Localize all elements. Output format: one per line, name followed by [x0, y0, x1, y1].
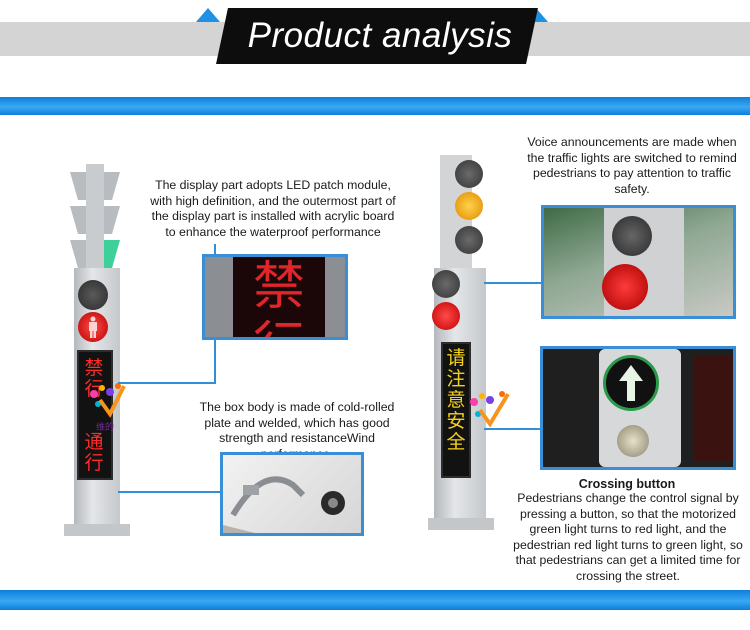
watermark-text: 维的 [96, 423, 115, 433]
left-ped-red-off [78, 280, 108, 310]
right-green-lamp-off [455, 226, 483, 254]
right-ped-lamp-off [432, 270, 460, 298]
watermark-logo-icon-right [470, 391, 510, 428]
left-sign-forbidden: 禁行 [84, 357, 104, 400]
box-note: The box body is made of cold-rolled plat… [199, 400, 395, 461]
right-pole-base [428, 518, 494, 530]
page-title: Product analysis [247, 16, 513, 55]
box-hinge-icon [223, 476, 345, 533]
voice-photo-lamp-off [612, 216, 652, 256]
display-photo: 禁行 [202, 254, 348, 340]
connector-box [118, 491, 222, 493]
right-red-lamp-off [455, 160, 483, 188]
standing-man-icon [89, 316, 97, 338]
bottom-stripe [0, 590, 750, 610]
voice-photo [541, 205, 736, 319]
right-ped-red-lamp [432, 302, 460, 330]
left-led-sign [77, 350, 113, 480]
connector-display-h [118, 382, 216, 384]
box-photo [220, 452, 364, 536]
right-sign-text: 请注意安全 [446, 347, 466, 453]
watermark-logo-icon [90, 383, 126, 418]
crossing-push-button [617, 425, 649, 457]
crossing-title: Crossing button [578, 477, 676, 491]
voice-note: Voice announcements are made when the tr… [527, 135, 737, 196]
connector-voice [484, 282, 542, 284]
top-stripe [0, 97, 750, 115]
button-photo-led-edge [693, 355, 733, 461]
vehicle-signal-heads-icon [70, 164, 120, 270]
up-arrow-icon [619, 365, 643, 401]
crossing-note: Pedestrians change the control signal by… [513, 491, 743, 583]
right-led-sign [441, 342, 471, 478]
right-yellow-lamp [455, 192, 483, 220]
left-pole-base [64, 524, 130, 536]
display-led-panel [233, 257, 325, 337]
button-photo [540, 346, 736, 470]
left-sign-pass: 通行 [84, 431, 104, 474]
banner-accent-left [196, 8, 220, 22]
display-note: The display part adopts LED patch module… [150, 178, 396, 239]
connector-button [484, 428, 540, 430]
display-photo-text: 禁行 [252, 257, 305, 337]
voice-photo-red-lamp [602, 264, 648, 310]
